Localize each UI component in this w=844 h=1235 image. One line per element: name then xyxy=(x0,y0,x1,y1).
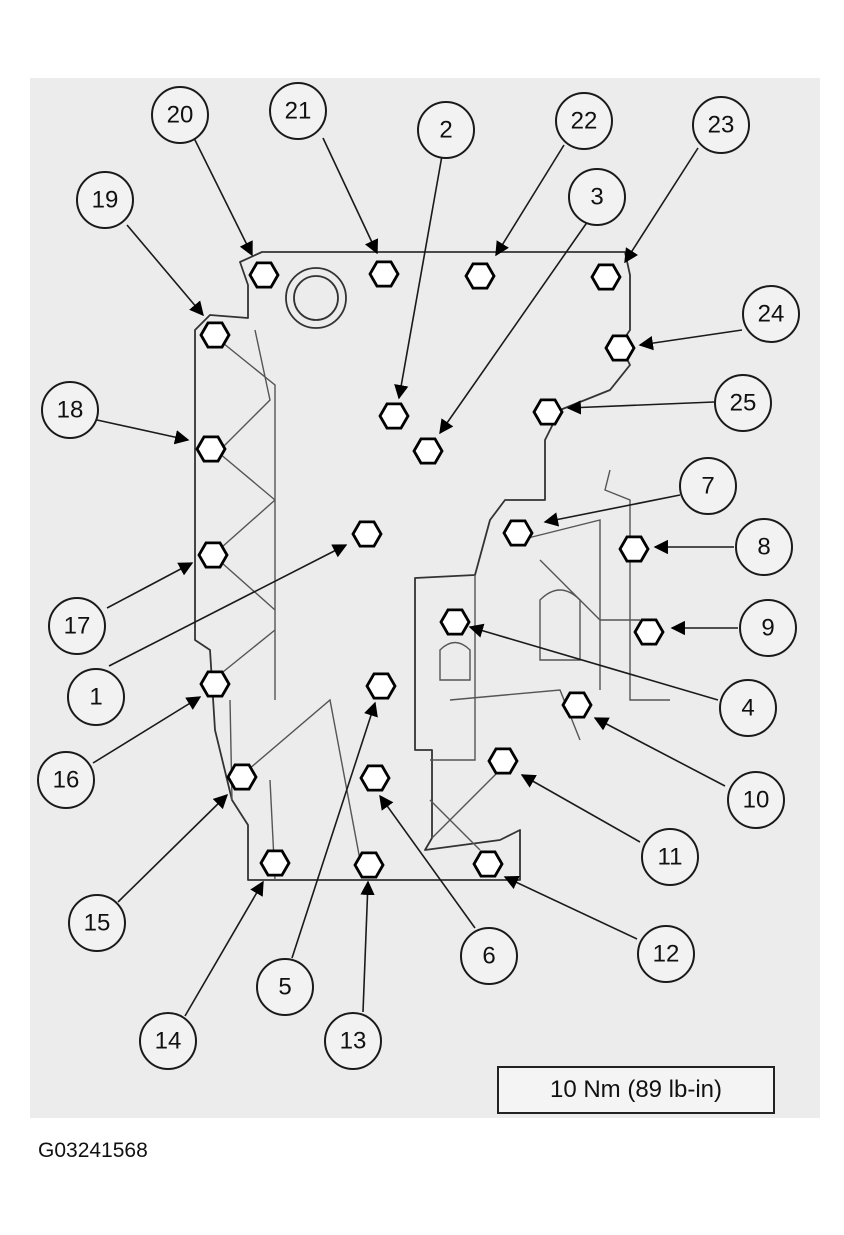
bolt-17 xyxy=(197,541,229,569)
bolt-14 xyxy=(259,849,291,877)
bolt-20 xyxy=(248,261,280,289)
callout-label-13: 13 xyxy=(340,1028,367,1055)
callout-label-19: 19 xyxy=(92,187,119,214)
bolt-8 xyxy=(618,535,650,563)
bolt-22 xyxy=(464,262,496,290)
callout-2: 2 xyxy=(417,101,475,159)
bolt-13 xyxy=(353,851,385,879)
callout-17: 17 xyxy=(48,597,106,655)
bolt-18 xyxy=(195,435,227,463)
bolt-25 xyxy=(532,398,564,426)
callout-12: 12 xyxy=(637,925,695,983)
callout-label-20: 20 xyxy=(167,102,194,129)
callout-6: 6 xyxy=(460,927,518,985)
bolt-15 xyxy=(226,763,258,791)
callout-label-24: 24 xyxy=(758,301,785,328)
callout-15: 15 xyxy=(68,894,126,952)
callout-19: 19 xyxy=(76,171,134,229)
bolt-23 xyxy=(590,263,622,291)
bolt-10 xyxy=(561,691,593,719)
leader-lines xyxy=(92,137,743,1017)
callout-label-17: 17 xyxy=(64,613,91,640)
callout-18: 18 xyxy=(41,381,99,439)
callout-16: 16 xyxy=(37,751,95,809)
callout-label-15: 15 xyxy=(84,910,111,937)
valve-body-outline xyxy=(194,251,670,881)
callout-label-23: 23 xyxy=(708,112,735,139)
callout-label-9: 9 xyxy=(761,615,774,642)
callout-label-25: 25 xyxy=(730,390,757,417)
bolt-24 xyxy=(604,334,636,362)
callouts: 1 2 3 4 5 6 7 8 9 10 11 12 13 14 15 16 1… xyxy=(37,82,800,1070)
bolt-19 xyxy=(199,321,231,349)
callout-1: 1 xyxy=(67,668,125,726)
bolt-1 xyxy=(351,520,383,548)
callout-20: 20 xyxy=(151,86,209,144)
callout-label-6: 6 xyxy=(482,943,495,970)
callout-14: 14 xyxy=(139,1012,197,1070)
bolt-5 xyxy=(365,672,397,700)
bolt-16 xyxy=(199,670,231,698)
callout-24: 24 xyxy=(742,285,800,343)
callout-label-21: 21 xyxy=(285,98,312,125)
callout-5: 5 xyxy=(256,958,314,1016)
bolt-12 xyxy=(472,850,504,878)
callout-label-8: 8 xyxy=(757,534,770,561)
bolt-3 xyxy=(412,437,444,465)
callout-3: 3 xyxy=(568,168,626,226)
callout-9: 9 xyxy=(739,599,797,657)
bolt-9 xyxy=(633,618,665,646)
callout-label-4: 4 xyxy=(741,695,754,722)
callout-25: 25 xyxy=(714,374,772,432)
callout-label-14: 14 xyxy=(155,1028,182,1055)
callout-label-18: 18 xyxy=(57,397,84,424)
callout-label-5: 5 xyxy=(278,974,291,1001)
bolt-7 xyxy=(502,519,534,547)
callout-10: 10 xyxy=(727,771,785,829)
callout-8: 8 xyxy=(735,518,793,576)
callout-21: 21 xyxy=(269,82,327,140)
callout-label-1: 1 xyxy=(89,684,102,711)
callout-label-3: 3 xyxy=(590,184,603,211)
bolt-21 xyxy=(368,260,400,288)
figure-id: G03241568 xyxy=(38,1139,148,1162)
callout-label-10: 10 xyxy=(743,787,770,814)
callout-23: 23 xyxy=(692,96,750,154)
callout-7: 7 xyxy=(679,457,737,515)
callout-22: 22 xyxy=(555,92,613,150)
bolt-6 xyxy=(359,764,391,792)
callout-label-16: 16 xyxy=(53,767,80,794)
callout-11: 11 xyxy=(641,828,699,886)
callout-label-12: 12 xyxy=(653,941,680,968)
bolt-4 xyxy=(439,608,471,636)
callout-label-11: 11 xyxy=(658,844,683,871)
callout-label-2: 2 xyxy=(439,117,452,144)
bolts xyxy=(195,260,665,879)
callout-label-22: 22 xyxy=(571,108,598,135)
torque-spec-box: 10 Nm (89 lb-in) xyxy=(497,1066,775,1114)
callout-13: 13 xyxy=(324,1012,382,1070)
callout-label-7: 7 xyxy=(701,473,714,500)
callout-4: 4 xyxy=(719,679,777,737)
bolt-2 xyxy=(378,402,410,430)
bolt-11 xyxy=(487,747,519,775)
